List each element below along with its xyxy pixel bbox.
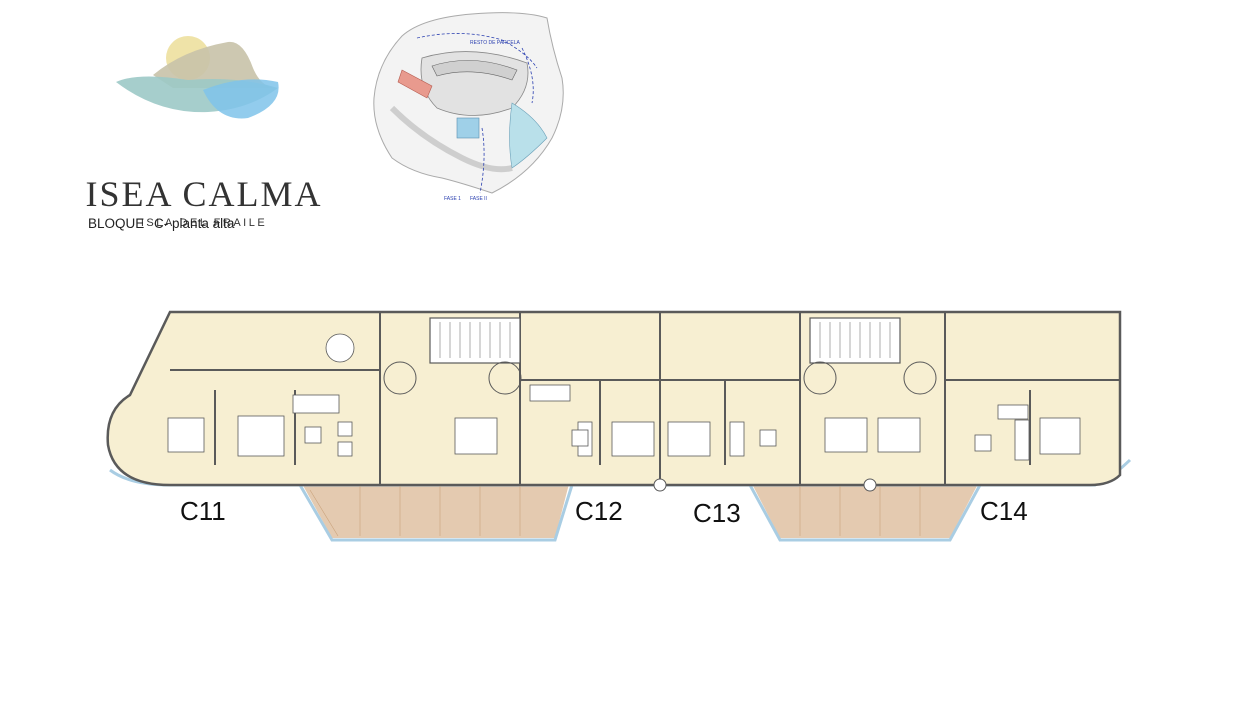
terrace-c13 <box>750 480 980 538</box>
floor-plan: C11 C12 C13 C14 <box>100 300 1140 560</box>
block-caption: BLOQUE C- planta alta <box>88 216 240 231</box>
floor-label: C- planta alta <box>154 216 235 231</box>
bed <box>611 421 655 457</box>
unit-label-c14: C14 <box>980 496 1028 526</box>
brand-title: ISEA CALMA <box>85 174 323 214</box>
unit-label-c13: C13 <box>693 498 741 528</box>
terrace-c11 <box>300 480 570 538</box>
bed <box>1039 417 1081 455</box>
block-label: BLOQUE <box>88 216 145 231</box>
site-plan-map: RESTO DE PARCELA FASE 1 FASE II <box>362 8 572 208</box>
bed <box>167 417 205 453</box>
bed <box>667 421 711 457</box>
stairwell-1 <box>383 317 522 395</box>
brand-subtitle: ISLA DEL FRAILE <box>140 217 268 229</box>
building-outline <box>106 310 1122 487</box>
bed <box>877 417 921 453</box>
stairwell-2 <box>803 317 937 395</box>
parcel-label: RESTO DE PARCELA <box>470 40 520 46</box>
phase-label-2: FASE II <box>470 196 487 202</box>
unit-label-c11: C11 <box>180 496 226 526</box>
phase-label-1: FASE 1 <box>444 196 461 202</box>
bed <box>824 417 868 453</box>
unit-label-c12: C12 <box>575 496 623 526</box>
brand-logo: ISEA CALMA ISLA DEL FRAILE <box>78 30 328 229</box>
bed <box>237 415 285 457</box>
bed <box>454 417 498 455</box>
logo-emblem-icon <box>116 36 279 119</box>
